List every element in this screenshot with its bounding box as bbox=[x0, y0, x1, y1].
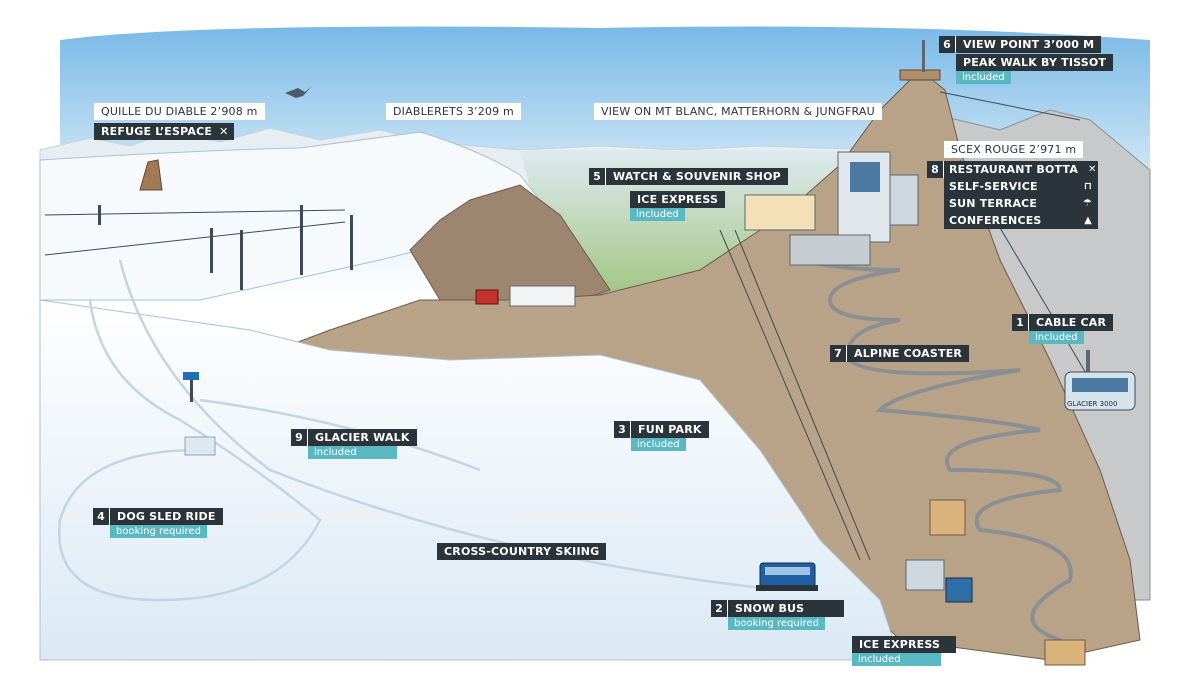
included-tag: included bbox=[956, 71, 1011, 84]
place-diablerets: DIABLERETS 3’209 m bbox=[386, 103, 521, 120]
snowcat bbox=[475, 289, 499, 305]
alpine-coaster-track bbox=[798, 258, 1073, 642]
ice-express-top[interactable]: ICE EXPRESS included bbox=[630, 191, 726, 221]
ice-express-title: ICE EXPRESS bbox=[630, 191, 726, 208]
attraction-2-snow-bus[interactable]: 2 SNOW BUS booking required bbox=[711, 600, 845, 630]
included-tag: included bbox=[852, 653, 941, 666]
attraction-number: 5 bbox=[589, 168, 606, 185]
attraction-4-dog-sled[interactable]: 4 DOG SLED RIDE booking required bbox=[93, 508, 223, 538]
snow-tracks bbox=[57, 259, 781, 602]
included-tag: included bbox=[1029, 331, 1084, 344]
service-conferences: CONFERENCES ▲ bbox=[944, 212, 1098, 229]
view-mt-blanc-label: VIEW ON MT BLANC, MATTERHORN & JUNGFRAU bbox=[594, 103, 882, 120]
service-restaurant: RESTAURANT BOTTA ✕ bbox=[944, 161, 1098, 178]
included-tag: included bbox=[631, 438, 686, 451]
attraction-1-cable-car[interactable]: 1 CABLE CAR included bbox=[1012, 314, 1114, 344]
tray-icon: ⊓ bbox=[1083, 181, 1092, 192]
attraction-number: 8 bbox=[927, 161, 944, 178]
attraction-title: GLACIER WALK bbox=[308, 429, 417, 446]
cable-car bbox=[1064, 350, 1136, 411]
attraction-title: WATCH & SOUVENIR SHOP bbox=[606, 168, 788, 185]
attraction-3-fun-park[interactable]: 3 FUN PARK included bbox=[614, 421, 709, 451]
diablerets-label: DIABLERETS 3’209 m bbox=[386, 103, 521, 120]
ice-express-bottom-station bbox=[905, 559, 973, 603]
refuge-hut bbox=[509, 285, 576, 307]
attraction-9-glacier-walk[interactable]: 9 GLACIER WALK included bbox=[291, 429, 417, 459]
service-label: SELF-SERVICE bbox=[949, 180, 1038, 193]
place-view-mt-blanc: VIEW ON MT BLANC, MATTERHORN & JUNGFRAU bbox=[594, 103, 882, 120]
view-point-platform bbox=[899, 40, 941, 81]
ice-express-bottom[interactable]: ICE EXPRESS included bbox=[852, 636, 957, 666]
snow-bus bbox=[756, 562, 818, 591]
eagle bbox=[285, 86, 312, 98]
attraction-number: 4 bbox=[93, 508, 110, 525]
attraction-title: SNOW BUS bbox=[728, 600, 845, 617]
attraction-number: 6 bbox=[939, 36, 956, 53]
coaster-station bbox=[1044, 639, 1086, 666]
attraction-8-services[interactable]: 8 RESTAURANT BOTTA ✕ SELF-SERVICE ⊓ SUN TE… bbox=[927, 161, 1098, 229]
utensils-icon: ✕ bbox=[219, 123, 235, 140]
ice-express-title: ICE EXPRESS bbox=[852, 636, 957, 653]
conference-icon: ▲ bbox=[1084, 215, 1092, 226]
place-scex-rouge: SCEX ROUGE 2’971 m bbox=[944, 141, 1084, 158]
service-label: CONFERENCES bbox=[949, 214, 1042, 227]
booking-required-tag: booking required bbox=[110, 525, 207, 538]
cable-car-sign: GLACIER 3000 bbox=[1067, 400, 1118, 408]
coaster-tunnel bbox=[929, 499, 966, 536]
snow-block bbox=[184, 436, 216, 456]
refuge-label: REFUGE L’ESPACE bbox=[94, 123, 220, 140]
attraction-6-view-point[interactable]: 6 VIEW POINT 3’000 M PEAK WALK BY TISSOT… bbox=[939, 36, 1114, 84]
attraction-title: CABLE CAR bbox=[1029, 314, 1114, 331]
cross-country-skiing[interactable]: CROSS-COUNTRY SKIING bbox=[437, 543, 607, 560]
attraction-5-shop[interactable]: 5 WATCH & SOUVENIR SHOP bbox=[589, 168, 788, 185]
attraction-title: FUN PARK bbox=[631, 421, 709, 438]
attraction-subtitle: PEAK WALK BY TISSOT bbox=[956, 54, 1114, 71]
service-sun-terrace: SUN TERRACE ☂ bbox=[944, 195, 1098, 212]
cross-country-label: CROSS-COUNTRY SKIING bbox=[437, 543, 607, 560]
attraction-number: 2 bbox=[711, 600, 728, 617]
attraction-title: DOG SLED RIDE bbox=[110, 508, 223, 525]
service-self-service: SELF-SERVICE ⊓ bbox=[944, 178, 1098, 195]
included-tag: included bbox=[308, 446, 397, 459]
included-tag: included bbox=[630, 208, 685, 221]
attraction-title: VIEW POINT 3’000 M bbox=[956, 36, 1102, 53]
glacier bbox=[39, 299, 901, 661]
service-label: RESTAURANT BOTTA bbox=[949, 163, 1079, 176]
place-quille-du-diable: QUILLE DU DIABLE 2’908 m REFUGE L’ESPACE… bbox=[94, 103, 265, 140]
quille-label: QUILLE DU DIABLE 2’908 m bbox=[94, 103, 265, 120]
utensils-icon: ✕ bbox=[1088, 164, 1097, 175]
attraction-number: 1 bbox=[1012, 314, 1029, 331]
attraction-number: 9 bbox=[291, 429, 308, 446]
sun-umbrella-icon: ☂ bbox=[1082, 198, 1092, 209]
lift-pylons bbox=[98, 205, 353, 290]
attraction-number: 3 bbox=[614, 421, 631, 438]
quille-rock bbox=[139, 159, 163, 191]
attraction-number: 7 bbox=[830, 345, 847, 362]
attraction-title: ALPINE COASTER bbox=[847, 345, 970, 362]
ski-lifts bbox=[44, 91, 1091, 561]
booking-required-tag: booking required bbox=[728, 617, 825, 630]
scex-rouge-label: SCEX ROUGE 2’971 m bbox=[944, 141, 1084, 158]
service-label: SUN TERRACE bbox=[949, 197, 1038, 210]
attraction-7-alpine-coaster[interactable]: 7 ALPINE COASTER bbox=[830, 345, 970, 362]
signpost bbox=[183, 372, 199, 402]
scex-rouge-station bbox=[744, 151, 919, 266]
